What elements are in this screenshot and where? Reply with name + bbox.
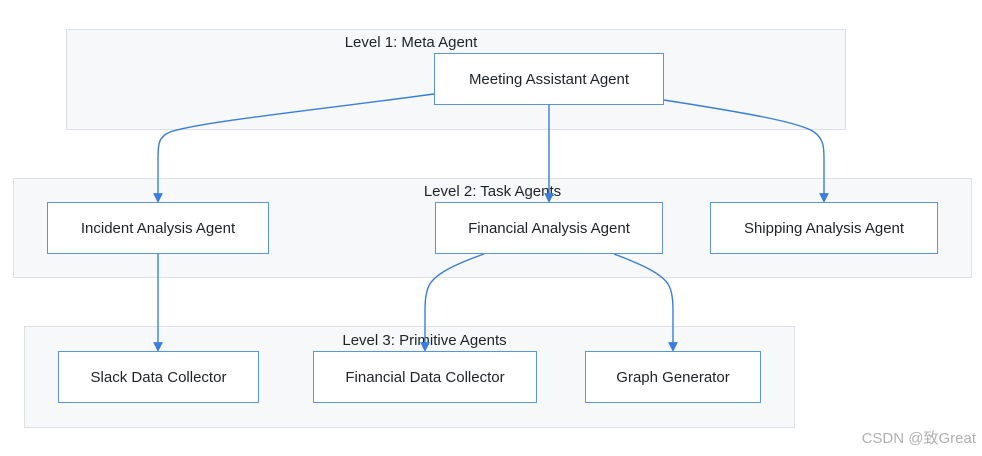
node-label: Shipping Analysis Agent [743, 219, 905, 237]
node-shipping-analysis-agent[interactable]: Shipping Analysis Agent [710, 202, 938, 254]
watermark-text: CSDN @致Great [861, 430, 976, 447]
node-label: Slack Data Collector [90, 368, 227, 386]
node-financial-analysis-agent[interactable]: Financial Analysis Agent [435, 202, 663, 254]
node-meeting-assistant-agent[interactable]: Meeting Assistant Agent [434, 53, 664, 105]
cluster-title-level-3: Level 3: Primitive Agents [342, 332, 507, 349]
node-financial-data-collector[interactable]: Financial Data Collector [313, 351, 537, 403]
node-label: Incident Analysis Agent [80, 219, 236, 237]
node-label: Graph Generator [616, 368, 730, 386]
cluster-title-level-2: Level 2: Task Agents [423, 183, 562, 200]
node-slack-data-collector[interactable]: Slack Data Collector [58, 351, 259, 403]
node-incident-analysis-agent[interactable]: Incident Analysis Agent [47, 202, 269, 254]
node-label: Financial Analysis Agent [468, 219, 630, 237]
node-graph-generator[interactable]: Graph Generator [585, 351, 761, 403]
cluster-title-level-1: Level 1: Meta Agent [344, 34, 478, 51]
node-label: Meeting Assistant Agent [468, 70, 630, 88]
node-label: Financial Data Collector [345, 368, 505, 386]
